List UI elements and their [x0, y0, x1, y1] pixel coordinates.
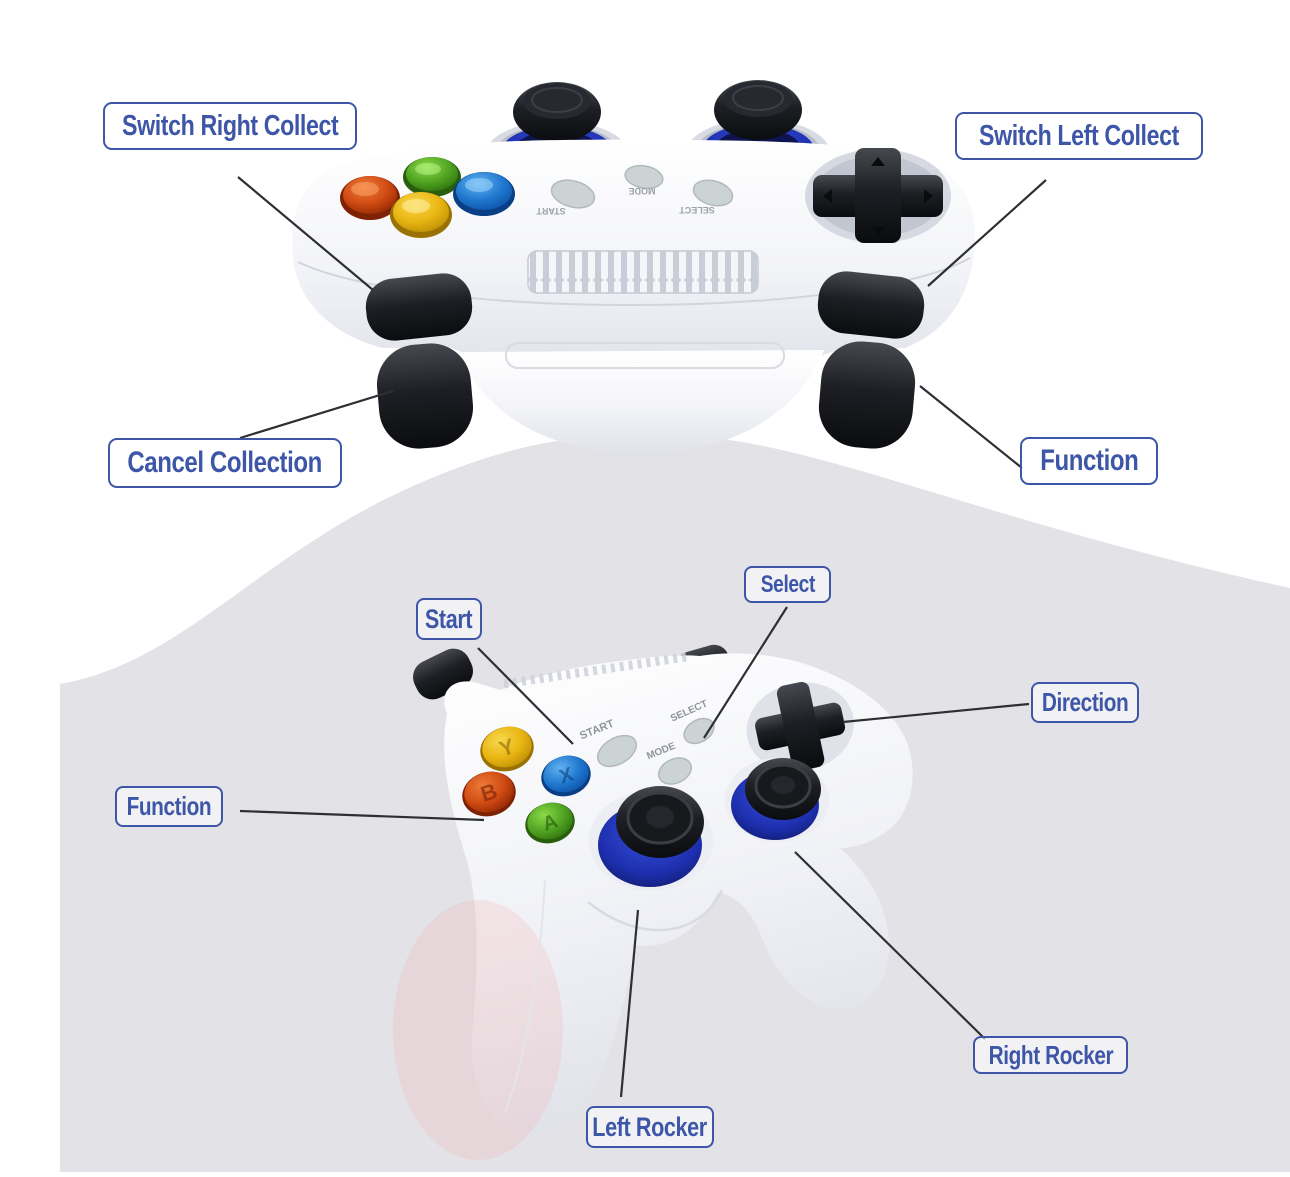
callout-cancel-collection-label: Cancel Collection	[127, 446, 323, 479]
right-trigger	[818, 341, 916, 449]
callout-function-bottom-label: Function	[126, 791, 212, 821]
leader-cancel-collection	[239, 389, 394, 440]
mode-print: MODE	[629, 186, 656, 196]
callout-select: Select	[744, 566, 831, 603]
rib-edge	[503, 652, 687, 689]
leader-lines	[237, 176, 1047, 1098]
seam-around-stick	[587, 889, 724, 932]
dpad-bottom-view	[746, 681, 854, 772]
callout-function-bottom: Function	[115, 786, 223, 827]
callout-switch-left-collect-label: Switch Left Collect	[979, 119, 1179, 152]
callout-function-top: Function	[1020, 437, 1158, 485]
callout-start-label: Start	[425, 603, 473, 634]
face-button-blue	[453, 172, 515, 216]
leader-switch-right-collect	[237, 176, 374, 291]
button-a-green: A	[525, 802, 575, 844]
button-x-blue: X	[541, 755, 591, 797]
face-button-green	[403, 157, 461, 197]
leader-select	[703, 606, 788, 739]
right-bumper	[817, 271, 925, 339]
callout-switch-right-collect: Switch Right Collect	[103, 102, 357, 150]
controller-top-view: START MODE SELECT	[292, 80, 976, 454]
callout-direction: Direction	[1031, 682, 1139, 723]
button-b-red: B	[462, 771, 516, 817]
dpad-top-view	[805, 148, 951, 243]
leader-start	[477, 647, 574, 745]
face-button-yellow	[390, 192, 452, 238]
callout-right-rocker-label: Right Rocker	[988, 1039, 1113, 1070]
leader-switch-left-collect	[927, 179, 1047, 287]
face-button-red	[340, 176, 400, 220]
start-print: START	[536, 206, 566, 216]
select-print: SELECT	[679, 205, 715, 215]
mode-button	[658, 757, 692, 785]
letter-a: A	[540, 810, 561, 835]
callout-left-rocker-label: Left Rocker	[592, 1111, 708, 1142]
callout-select-label: Select	[760, 570, 815, 598]
shell-belly-top-view	[458, 350, 824, 454]
callout-direction-label: Direction	[1041, 687, 1129, 717]
shell-recessed-panel	[505, 342, 785, 369]
right-stick-bottom-view	[725, 758, 829, 842]
seam-left-grip	[504, 879, 546, 1113]
mode-button	[624, 164, 664, 190]
callout-left-rocker: Left Rocker	[586, 1106, 714, 1148]
leader-direction	[842, 702, 1030, 724]
callout-function-top-label: Function	[1039, 444, 1139, 477]
leader-left-rocker	[619, 909, 640, 1098]
left-trigger	[376, 343, 474, 449]
vent-slats	[527, 250, 759, 294]
callout-cancel-collection: Cancel Collection	[108, 438, 342, 488]
left-bumper	[365, 273, 473, 341]
system-buttons-top-view: START MODE SELECT	[536, 164, 734, 216]
button-y-yellow: Y	[480, 726, 534, 772]
callout-switch-left-collect: Switch Left Collect	[955, 112, 1203, 160]
callout-start: Start	[416, 598, 482, 640]
left-stick-bottom-view	[589, 786, 713, 891]
start-button	[596, 734, 638, 768]
letter-b: B	[477, 778, 500, 807]
callout-switch-right-collect-label: Switch Right Collect	[121, 109, 339, 142]
pink-reflection	[393, 900, 563, 1160]
select-button	[692, 179, 734, 207]
face-buttons-bottom-view: Y B X A	[462, 726, 591, 844]
leader-function-bottom	[239, 809, 485, 822]
leader-function-top	[919, 385, 1023, 469]
start-button	[550, 179, 596, 209]
leader-right-rocker	[794, 851, 986, 1040]
controller-bottom-view: Y B X A START MODE	[393, 644, 913, 1160]
face-buttons-top-view	[340, 157, 515, 238]
callout-right-rocker: Right Rocker	[973, 1036, 1128, 1074]
